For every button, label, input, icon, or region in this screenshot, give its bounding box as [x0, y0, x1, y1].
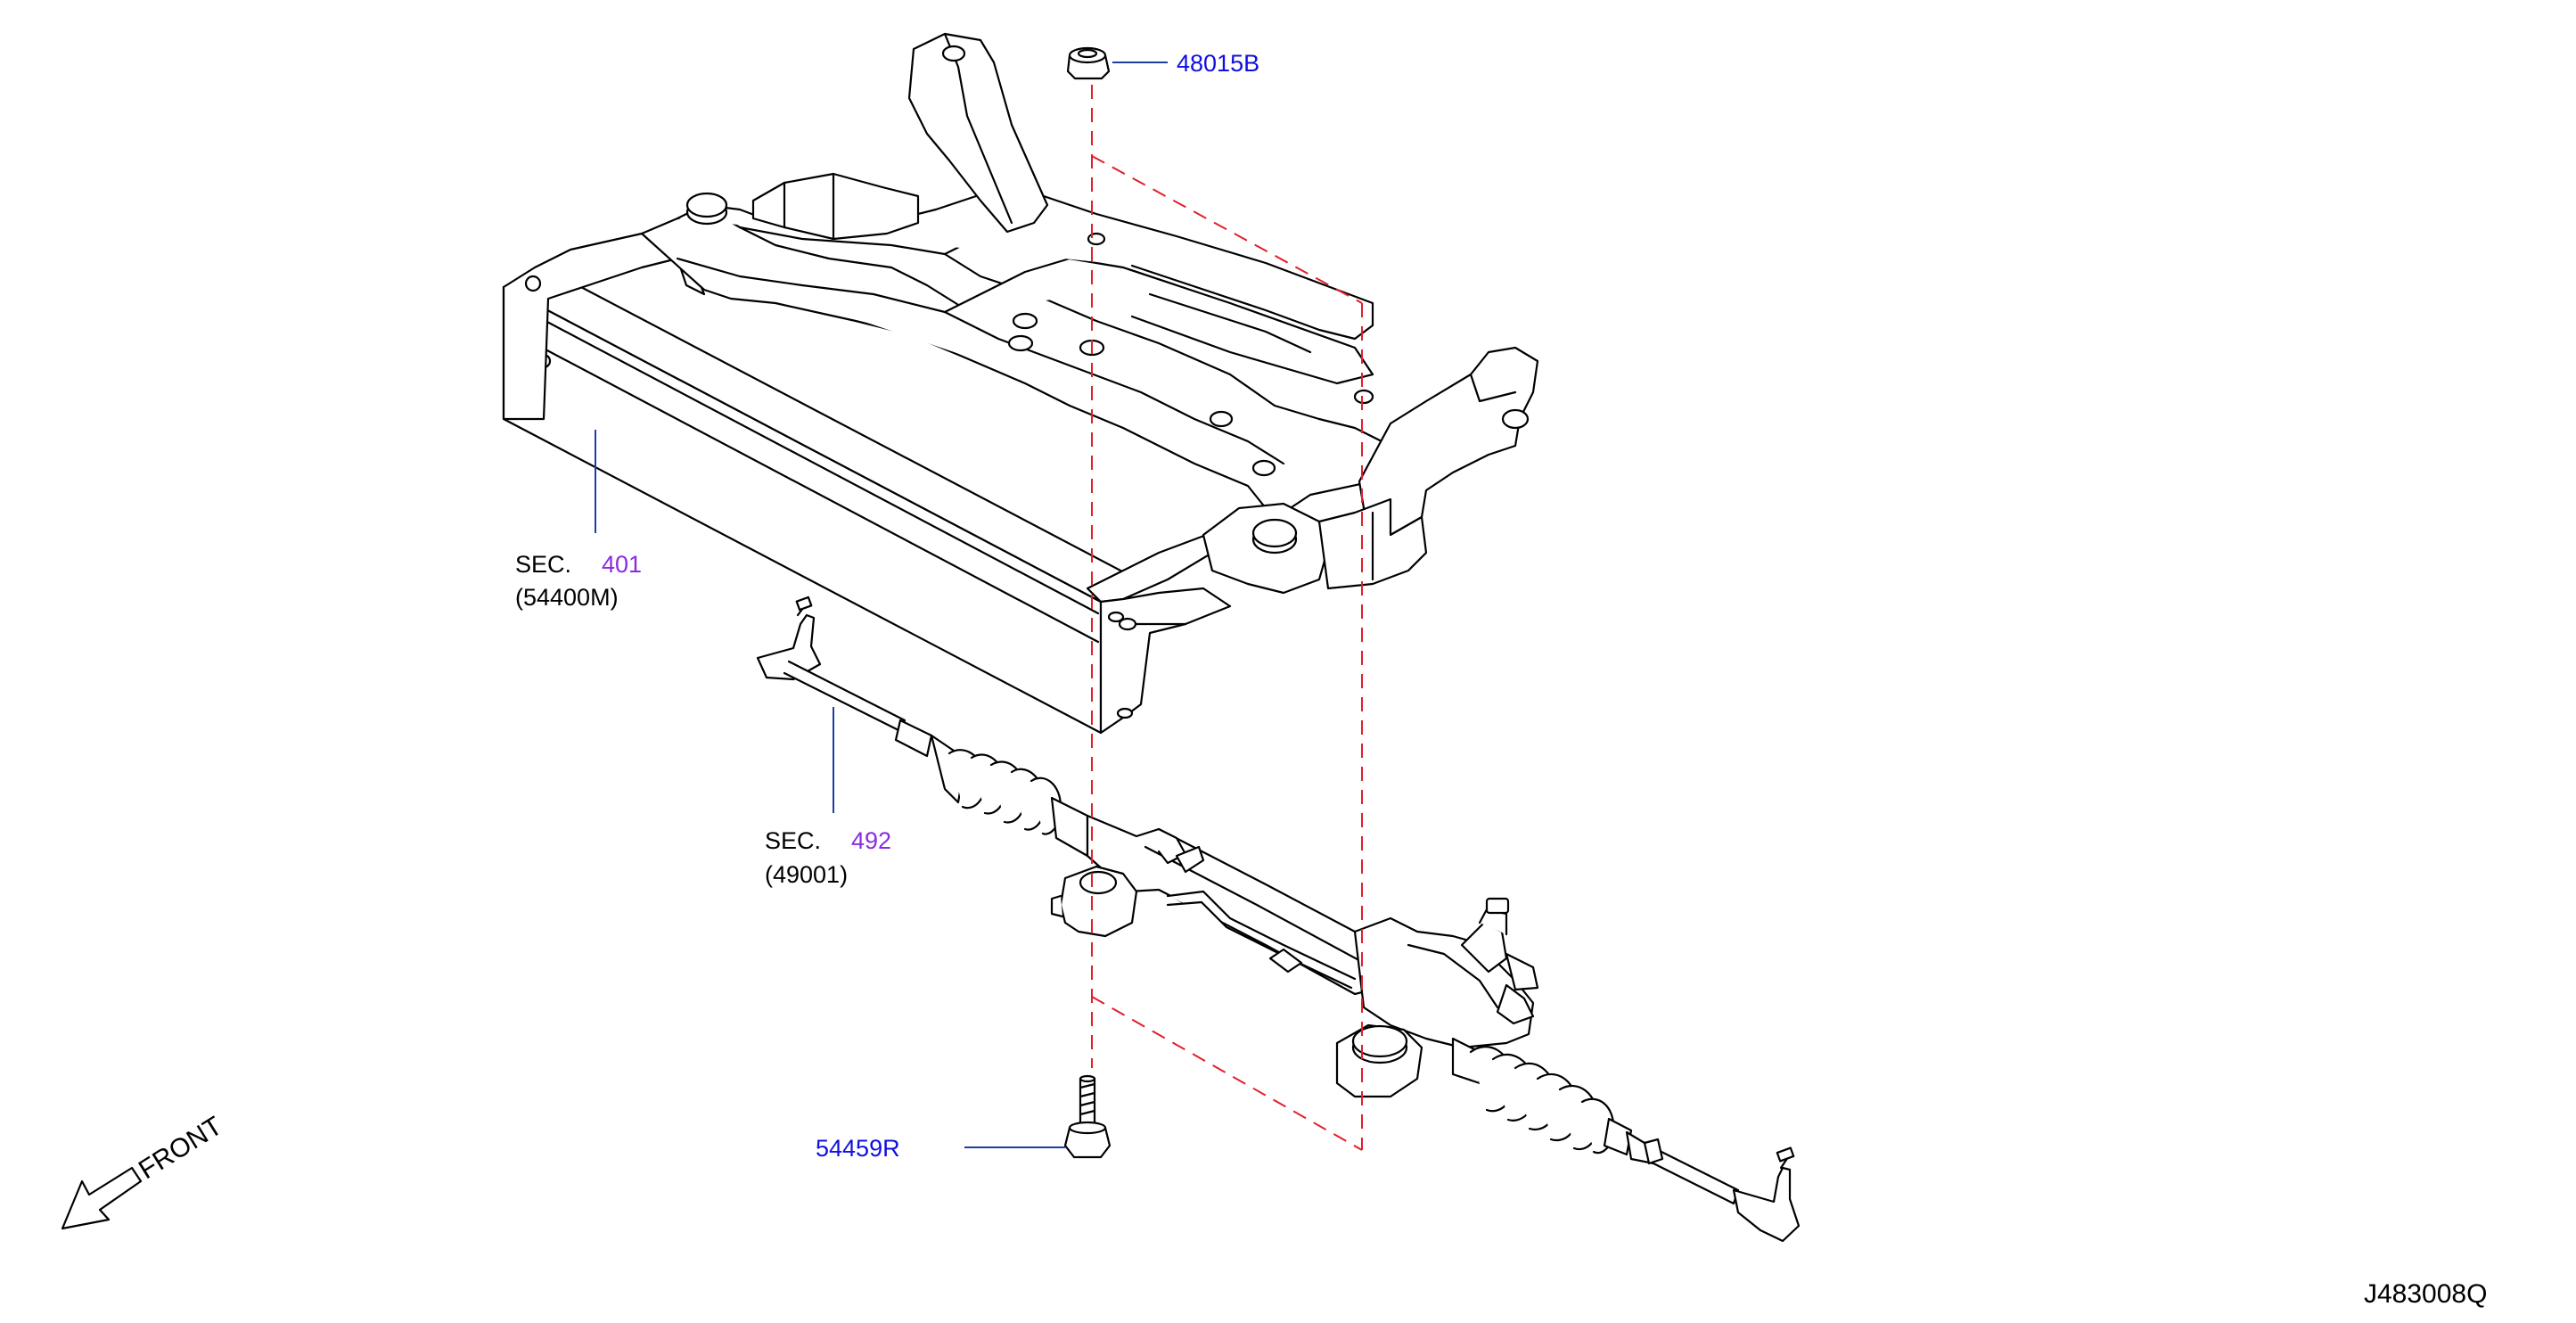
steering-gear — [756, 596, 1801, 1243]
part-label-54459r: 54459R — [816, 1135, 900, 1162]
diagram-id: J483008Q — [2364, 1279, 2488, 1309]
callout-lines — [595, 62, 1168, 1148]
alignment-lines — [1091, 85, 1363, 1151]
sec-492-prefix: SEC. — [765, 827, 822, 854]
suspension-member — [502, 32, 1539, 735]
nut-48015b — [1066, 46, 1111, 80]
arrow-down-left-icon — [61, 1166, 143, 1230]
part-label-48015b: 48015B — [1177, 50, 1260, 77]
sec-492-number[interactable]: 492 — [851, 827, 892, 854]
sec-401-number[interactable]: 401 — [602, 551, 643, 578]
sec-401-part: (54400M) — [515, 584, 619, 611]
sec-401-prefix: SEC. — [515, 551, 572, 578]
bolt-54459r — [1063, 1074, 1112, 1159]
sec-492-part: (49001) — [765, 861, 849, 888]
